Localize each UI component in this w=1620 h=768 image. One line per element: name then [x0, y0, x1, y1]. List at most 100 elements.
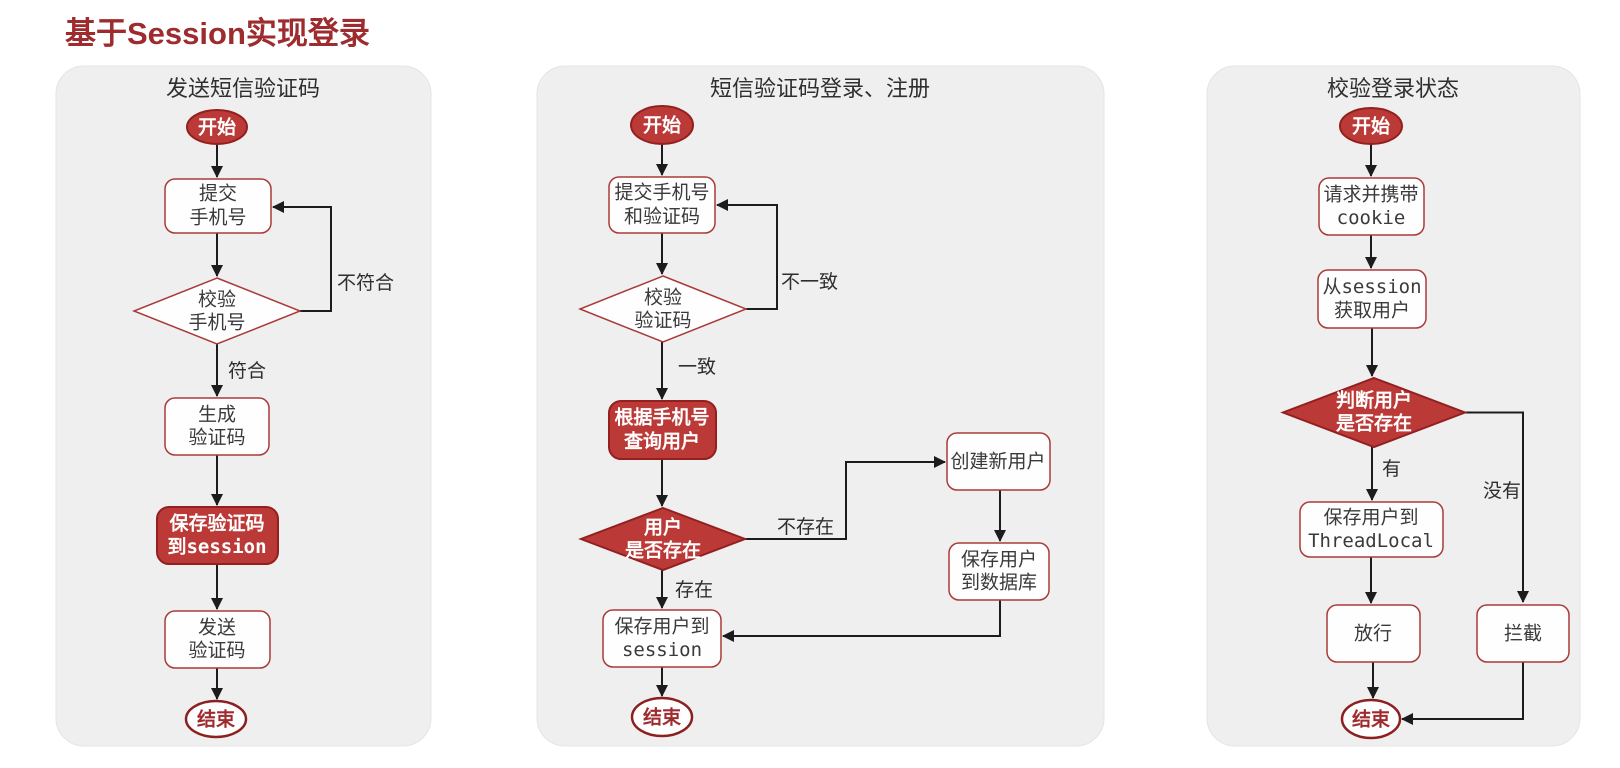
p2-start-label: 开始	[643, 114, 681, 137]
p2-verify-line1: 校验	[644, 287, 682, 309]
p1-start-label: 开始	[198, 116, 236, 139]
p2-submit-phone-code-node: 提交手机号 和验证码	[608, 176, 716, 234]
p3-pass-shape	[1326, 604, 1421, 663]
p3-end-node: 结束	[1340, 698, 1402, 740]
p3-getuser-line2: 获取用户	[1334, 300, 1410, 322]
p1-label-fail: 不符合	[337, 272, 394, 294]
p2-savedb-line2: 到数据库	[961, 572, 1037, 594]
p3-judge-shape	[1280, 376, 1468, 449]
p1-submit-phone-node: 提交 手机号	[164, 178, 272, 234]
p1-save-shape	[156, 506, 279, 565]
p1-save-to-session-node: 保存验证码 到session	[156, 506, 279, 565]
p2-savedb-shape	[948, 542, 1050, 601]
p1-send-shape	[164, 610, 271, 669]
p3-request-cookie-node: 请求并携带 cookie	[1318, 177, 1425, 236]
p3-intercept-label: 拦截	[1504, 623, 1542, 645]
p2-query-line1: 根据手机号	[614, 406, 709, 429]
p1-generate-line1: 生成	[198, 404, 236, 426]
p2-edge-loop-mismatch	[716, 199, 778, 310]
p1-start-shape	[186, 109, 248, 145]
p3-get-user-node: 从session 获取用户	[1317, 269, 1427, 329]
p2-verify-code-decision: 校验 验证码	[577, 275, 749, 343]
p2-edge-savedb-savesession	[722, 600, 1001, 642]
p2-create-user-node: 创建新用户	[946, 432, 1051, 491]
p3-pass-node: 放行	[1326, 604, 1421, 663]
p2-start-node: 开始	[630, 105, 694, 145]
p3-getuser-shape	[1317, 269, 1427, 329]
p1-submit-line1: 提交	[199, 183, 237, 205]
p2-submit-shape	[608, 176, 716, 234]
p1-check-line1: 校验	[198, 289, 236, 311]
p3-judge-line2: 是否存在	[1336, 412, 1412, 435]
p3-save-threadlocal-node: 保存用户到 ThreadLocal	[1299, 501, 1444, 558]
p1-check-line2: 手机号	[188, 312, 245, 334]
p2-label-exist: 存在	[675, 579, 713, 601]
p3-edge-judge-intercept	[1465, 411, 1529, 603]
p1-label-pass: 符合	[228, 360, 266, 382]
p1-generate-line2: 验证码	[188, 427, 245, 449]
p3-label-hasnot: 没有	[1483, 480, 1521, 502]
p2-query-line2: 查询用户	[623, 430, 700, 453]
p3-request-shape	[1318, 177, 1425, 236]
p2-savedb-line1: 保存用户	[961, 549, 1037, 571]
p2-create-shape	[946, 432, 1051, 491]
p1-end-label: 结束	[197, 708, 236, 731]
p3-pass-label: 放行	[1354, 623, 1392, 645]
p2-exists-shape	[578, 506, 748, 572]
p2-start-shape	[630, 105, 694, 145]
panel-3-title: 校验登录状态	[1327, 76, 1459, 101]
p3-intercept-node: 拦截	[1476, 604, 1570, 663]
p3-start-shape	[1339, 107, 1403, 145]
p2-label-match: 一致	[678, 356, 716, 378]
p3-judge-user-decision: 判断用户 是否存在	[1280, 376, 1468, 449]
panel-check-login-state: 校验登录状态 开始 请求并携带 cookie 从session 获取用户 判断用…	[1206, 65, 1581, 747]
p3-start-label: 开始	[1352, 115, 1390, 138]
p2-save-to-session-node: 保存用户到 session	[602, 609, 722, 668]
p1-generate-shape	[164, 397, 270, 456]
p2-query-shape	[608, 400, 717, 460]
p3-savetl-line1: 保存用户到	[1323, 507, 1418, 529]
p3-start-node: 开始	[1339, 107, 1403, 145]
p2-savesession-shape	[602, 609, 722, 668]
p1-send-line2: 验证码	[188, 640, 245, 662]
p1-generate-code-node: 生成 验证码	[164, 397, 270, 456]
p2-create-label: 创建新用户	[950, 451, 1045, 473]
p3-getuser-line1: 从session	[1322, 276, 1421, 298]
p2-exists-line2: 是否存在	[625, 539, 701, 562]
panel-send-sms-code: 发送短信验证码 开始 提交 手机号 校验 手机号 不符合 符合 生成 验证码	[55, 65, 432, 747]
p3-judge-line1: 判断用户	[1336, 389, 1412, 412]
p2-end-label: 结束	[643, 706, 682, 729]
p1-send-line1: 发送	[198, 617, 236, 639]
p2-submit-line2: 和验证码	[624, 206, 700, 228]
p1-start-node: 开始	[186, 109, 248, 145]
p3-savetl-shape	[1299, 501, 1444, 558]
p2-verify-shape	[577, 275, 749, 343]
p3-end-label: 结束	[1352, 708, 1391, 731]
p3-request-line2: cookie	[1337, 207, 1406, 229]
p2-label-notexist: 不存在	[777, 516, 834, 538]
p2-submit-line1: 提交手机号	[614, 182, 709, 204]
p2-verify-line2: 验证码	[634, 310, 691, 332]
p1-save-line2: 到session	[167, 536, 266, 559]
p1-edge-loop-fail	[272, 201, 332, 312]
p3-edge-intercept-end	[1401, 662, 1524, 725]
p2-user-exists-decision: 用户 是否存在	[578, 506, 748, 572]
panel-sms-login-register: 短信验证码登录、注册 开始 提交手机号 和验证码 校验 验证码 不一致 一致	[536, 65, 1105, 747]
p1-send-code-node: 发送 验证码	[164, 610, 271, 669]
page-title: 基于Session实现登录	[65, 16, 370, 51]
p3-savetl-line2: ThreadLocal	[1308, 530, 1434, 552]
panel-2-title: 短信验证码登录、注册	[710, 76, 930, 101]
p2-savesession-line2: session	[622, 639, 702, 661]
p2-query-user-node: 根据手机号 查询用户	[608, 400, 717, 460]
p3-end-shape	[1340, 698, 1402, 740]
p1-end-shape	[184, 699, 248, 739]
p3-intercept-shape	[1476, 604, 1570, 663]
p1-check-phone-decision: 校验 手机号	[131, 277, 303, 345]
p1-end-node: 结束	[184, 699, 248, 739]
p1-submit-line2: 手机号	[189, 207, 246, 229]
p3-request-line1: 请求并携带	[1323, 184, 1418, 206]
p2-exists-line1: 用户	[644, 516, 682, 539]
p2-edge-notexist-create	[745, 456, 946, 540]
p2-end-node: 结束	[630, 696, 694, 738]
